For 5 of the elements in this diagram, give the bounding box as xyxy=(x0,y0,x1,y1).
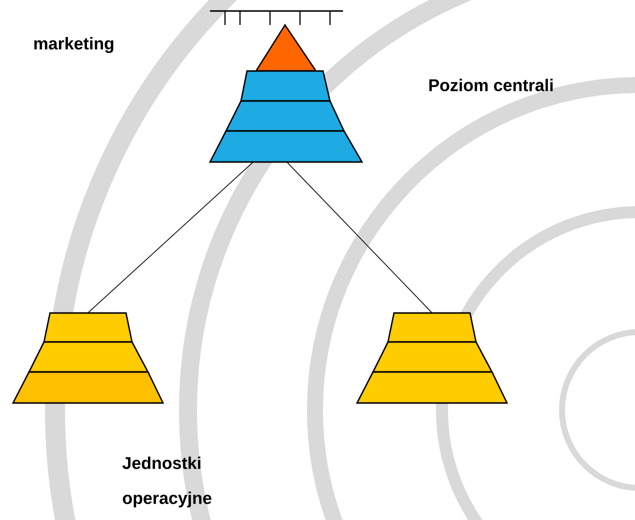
text-label: marketing xyxy=(34,37,114,53)
connector-line xyxy=(286,162,432,314)
text-label: Jednostki operacyjne xyxy=(122,456,212,508)
connector-line xyxy=(88,162,254,314)
text-label: Poziom centrali xyxy=(429,78,553,92)
